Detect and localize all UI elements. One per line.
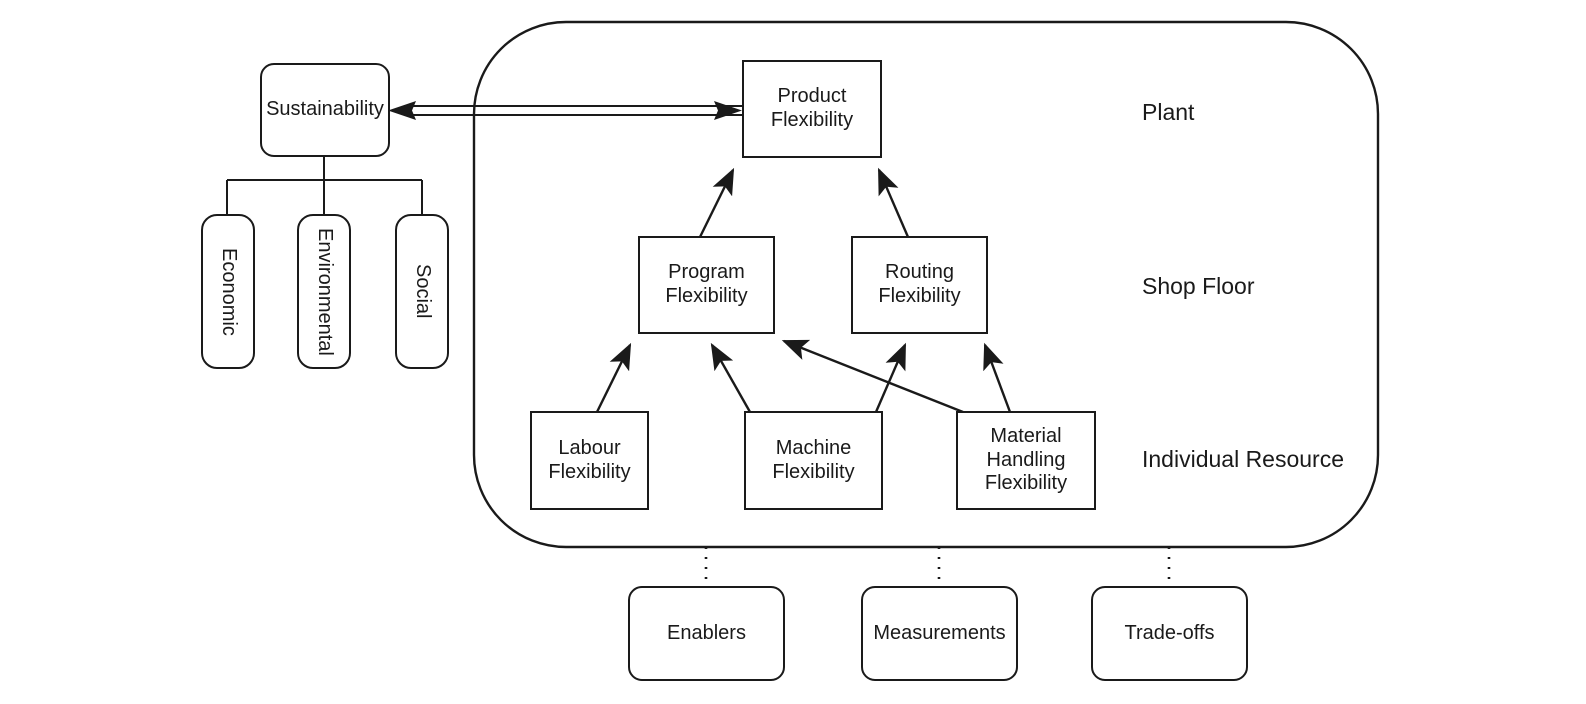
node-social-label: Social [411, 264, 434, 319]
connector-machine-to-routing [874, 342, 907, 413]
node-sustainability-label: Sustainability [266, 98, 384, 121]
zone-label-individual-resource-text: Individual Resource [1142, 446, 1345, 472]
node-environmental-label: Environmental [313, 227, 336, 356]
node-routing-flexibility[interactable]: Routing Flexibility [851, 236, 988, 334]
node-social[interactable]: Social [395, 214, 449, 369]
node-enablers-label: Enablers [667, 621, 746, 644]
zone-label-shop-floor-text: Shop Floor [1142, 273, 1255, 299]
zone-label-plant: Plant [1142, 99, 1194, 126]
node-product-flexibility-label: Product Flexibility [770, 85, 854, 131]
node-product-flexibility[interactable]: Product Flexibility [742, 60, 882, 158]
connector-material-handling-to-routing [983, 342, 1012, 413]
node-material-handling-flexibility[interactable]: Material Handling Flexibility [956, 411, 1096, 510]
connector-material-handling-to-program [781, 339, 964, 414]
node-environmental[interactable]: Environmental [297, 214, 351, 369]
arrowhead-toward-sustainability [388, 101, 416, 120]
node-economic[interactable]: Economic [201, 214, 255, 369]
node-labour-flexibility-label: Labour Flexibility [548, 436, 631, 483]
zone-label-shop-floor: Shop Floor [1142, 273, 1255, 300]
node-trade-offs-label: Trade-offs [1124, 621, 1215, 644]
node-material-handling-flexibility-label: Material Handling Flexibility [984, 425, 1068, 495]
connector-routing-to-product [877, 167, 910, 238]
zone-label-plant-text: Plant [1142, 99, 1195, 125]
node-trade-offs[interactable]: Trade-offs [1091, 586, 1248, 681]
node-routing-flexibility-label: Routing Flexibility [878, 261, 961, 307]
connector-program-to-product [698, 167, 735, 238]
node-labour-flexibility[interactable]: Labour Flexibility [530, 411, 649, 510]
connector-machine-to-program [710, 342, 752, 413]
node-machine-flexibility-label: Machine Flexibility [772, 436, 855, 483]
node-measurements[interactable]: Measurements [861, 586, 1018, 681]
connector-labour-to-program [595, 342, 632, 413]
node-program-flexibility[interactable]: Program Flexibility [638, 236, 775, 334]
arrowhead-toward-product-flexibility [714, 101, 742, 120]
node-machine-flexibility[interactable]: Machine Flexibility [744, 411, 883, 510]
node-measurements-label: Measurements [873, 621, 1006, 644]
zone-label-individual-resource: Individual Resource [1142, 446, 1344, 473]
node-sustainability[interactable]: Sustainability [260, 63, 390, 157]
node-economic-label: Economic [217, 247, 240, 336]
node-program-flexibility-label: Program Flexibility [665, 261, 748, 307]
node-enablers[interactable]: Enablers [628, 586, 785, 681]
